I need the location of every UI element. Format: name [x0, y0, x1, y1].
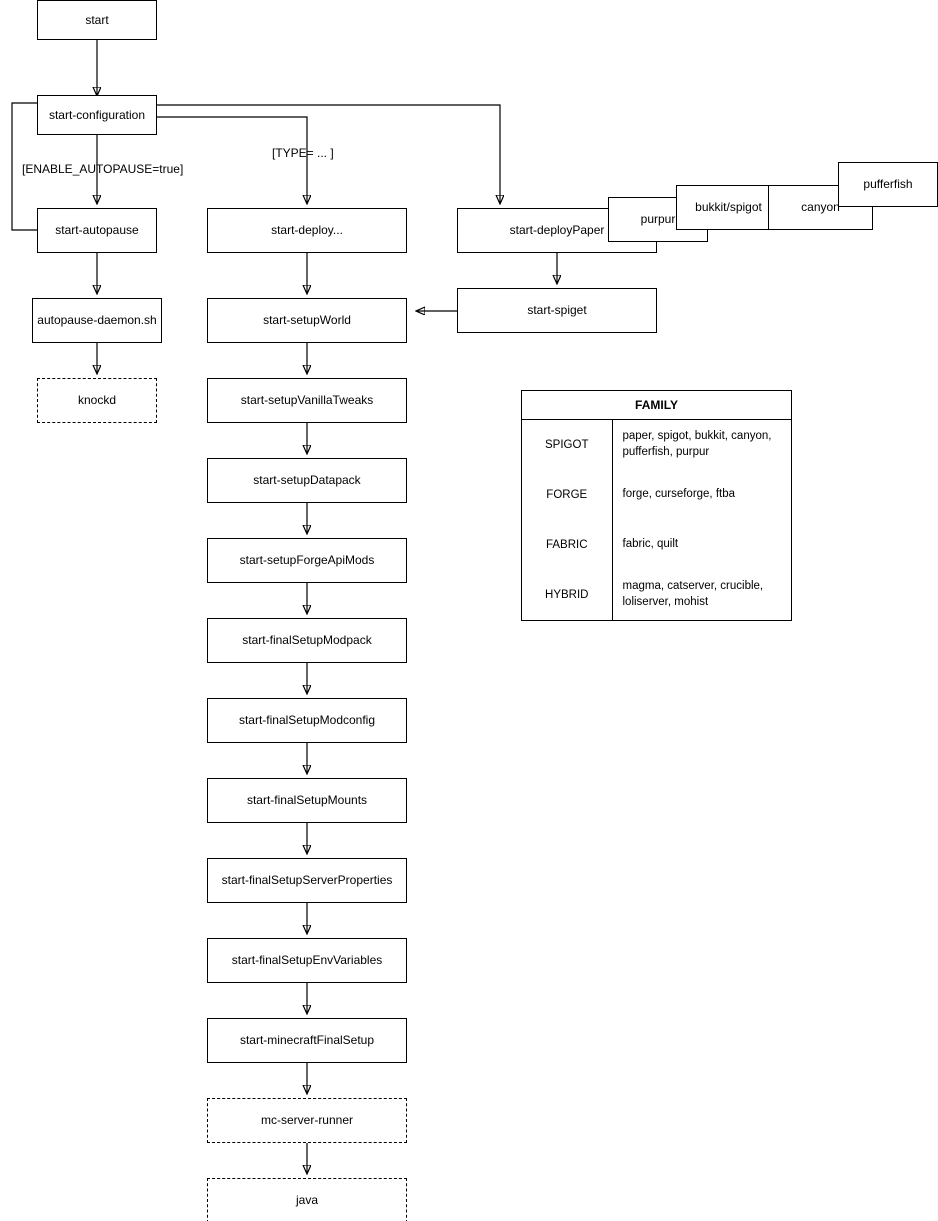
node-bukkit-spigot[interactable]: bukkit/spigot: [676, 185, 781, 230]
node-start-finalsetupmounts[interactable]: start-finalSetupMounts: [207, 778, 407, 823]
node-java[interactable]: java: [207, 1178, 407, 1221]
edge-label-type: [TYPE= ... ]: [272, 146, 334, 160]
node-start-setupforgeapimods[interactable]: start-setupForgeApiMods: [207, 538, 407, 583]
legend-row: FORGE forge, curseforge, ftba: [522, 470, 791, 520]
legend-key-spigot: SPIGOT: [522, 420, 613, 470]
node-mc-server-runner[interactable]: mc-server-runner: [207, 1098, 407, 1143]
legend-key-forge: FORGE: [522, 470, 613, 520]
legend-row: SPIGOT paper, spigot, bukkit, canyon, pu…: [522, 420, 791, 470]
legend-value-forge: forge, curseforge, ftba: [622, 488, 736, 501]
edge-configuration-to-deploypaper: [157, 104, 500, 203]
node-start-setupdatapack[interactable]: start-setupDatapack: [207, 458, 407, 503]
edge-configuration-to-deploy: [157, 116, 307, 203]
legend-row: HYBRID magma, catserver, crucible, lolis…: [522, 570, 791, 620]
node-start-setupworld[interactable]: start-setupWorld: [207, 298, 407, 343]
family-legend-title: FAMILY: [522, 391, 791, 420]
node-start-spiget[interactable]: start-spiget: [457, 288, 657, 333]
legend-value-spigot: paper, spigot, bukkit, canyon, pufferfis…: [622, 430, 772, 458]
node-start-autopause[interactable]: start-autopause: [37, 208, 157, 253]
legend-value-hybrid: magma, catserver, crucible, loliserver, …: [622, 580, 764, 608]
node-start-finalsetupenvvariables[interactable]: start-finalSetupEnvVariables: [207, 938, 407, 983]
edge-label-enable-autopause: [ENABLE_AUTOPAUSE=true]: [22, 162, 184, 176]
node-start-configuration[interactable]: start-configuration: [37, 95, 157, 135]
node-start-deploy[interactable]: start-deploy...: [207, 208, 407, 253]
node-knockd[interactable]: knockd: [37, 378, 157, 423]
legend-key-hybrid: HYBRID: [522, 570, 613, 620]
legend-key-fabric: FABRIC: [522, 520, 613, 570]
legend-value-fabric: fabric, quilt: [622, 538, 679, 551]
node-start-minecraftfinalsetup[interactable]: start-minecraftFinalSetup: [207, 1018, 407, 1063]
node-pufferfish[interactable]: pufferfish: [838, 162, 938, 207]
node-start[interactable]: start: [37, 0, 157, 40]
legend-row: FABRIC fabric, quilt: [522, 520, 791, 570]
node-start-finalsetupmodconfig[interactable]: start-finalSetupModconfig: [207, 698, 407, 743]
node-start-finalsetupserverproperties[interactable]: start-finalSetupServerProperties: [207, 858, 407, 903]
family-legend: FAMILY SPIGOT paper, spigot, bukkit, can…: [521, 390, 792, 621]
family-legend-body: SPIGOT paper, spigot, bukkit, canyon, pu…: [522, 420, 791, 620]
node-start-setupvanillatweaks[interactable]: start-setupVanillaTweaks: [207, 378, 407, 423]
node-canyon[interactable]: canyon: [768, 185, 873, 230]
node-start-finalsetupmodpack[interactable]: start-finalSetupModpack: [207, 618, 407, 663]
node-autopause-daemon-sh[interactable]: autopause-daemon.sh: [32, 298, 162, 343]
